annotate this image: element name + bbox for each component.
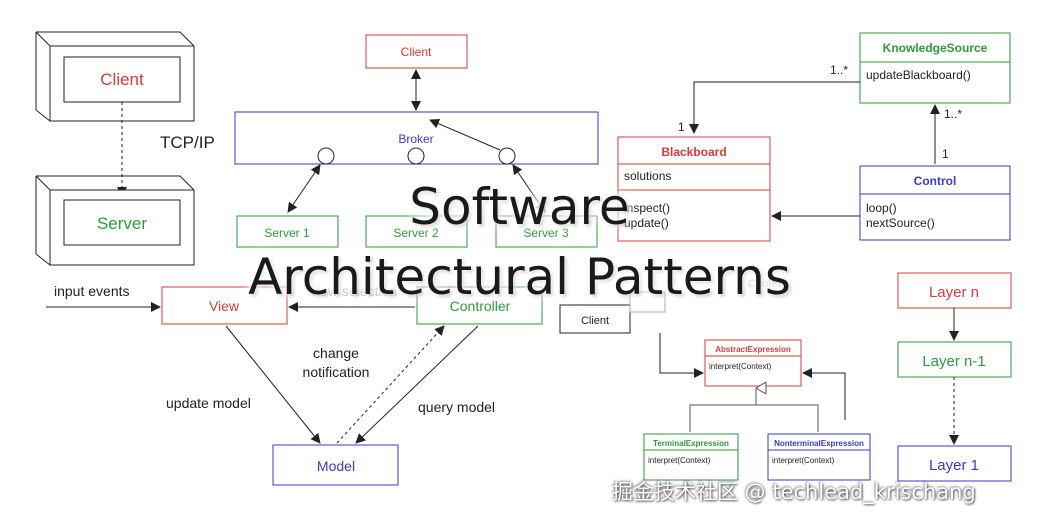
mvc-pattern: input events View view selection Control…	[46, 283, 543, 486]
blackboard-label: Blackboard	[661, 145, 726, 159]
view-to-model-link	[225, 325, 321, 444]
layer-1-box	[897, 445, 1012, 482]
layered-pattern: Layer n Layer n-1 Layer 1	[897, 272, 1012, 482]
abstract-expression-label: AbstractExpression	[715, 345, 791, 354]
blackboard-class	[617, 136, 771, 242]
port-2	[407, 147, 425, 165]
mult-control: 1..*	[944, 107, 962, 121]
update-blackboard-method: updateBlackboard()	[866, 68, 971, 82]
server-2-label: Server 2	[393, 226, 439, 240]
broker-pattern: Client Broker Server 1 Server 2 Server 3	[234, 34, 599, 248]
abstract-expression-class	[704, 339, 802, 387]
nonterminal-expression-class	[767, 433, 871, 481]
layer-n1-label: Layer n-1	[922, 353, 985, 370]
interpreter-client-label: Client	[581, 315, 609, 327]
ks-to-blackboard-link	[689, 81, 860, 134]
broker-client-box	[365, 34, 468, 69]
interpreter-pattern: Client Context AbstractExpression interp…	[559, 278, 871, 481]
context-label: Context	[748, 278, 786, 290]
client-server-client-label: Client	[100, 70, 144, 89]
nonterminal-expression-label: NonterminalExpression	[774, 439, 864, 448]
mult-ks: 1..*	[830, 63, 848, 77]
title-line-1: Software	[409, 178, 630, 236]
view-box	[161, 286, 288, 325]
model-label: Model	[317, 458, 355, 474]
inspect-method: inspect()	[624, 201, 670, 215]
change-label: change	[313, 345, 359, 361]
controller-label: Controller	[450, 298, 511, 314]
knowledge-source-class	[859, 32, 1011, 104]
layer-n-box	[897, 272, 1012, 309]
update-model-label: update model	[166, 395, 251, 411]
client-server-server-label: Server	[97, 214, 147, 233]
loop-method: loop()	[866, 201, 897, 215]
view-label: View	[209, 298, 240, 314]
input-events-label: input events	[54, 283, 130, 299]
server-1-label: Server 1	[264, 226, 310, 240]
nonterminal-method: interpret(Context)	[772, 456, 835, 465]
watermark: 掘金技术社区 @ techlead_krischang	[612, 480, 976, 504]
solutions-attr: solutions	[624, 169, 671, 183]
title-line-2: Architectural Patterns	[248, 248, 791, 306]
next-source-method: nextSource()	[866, 216, 935, 230]
query-model-label: query model	[418, 399, 495, 415]
terminal-expression-class	[643, 433, 739, 481]
port-1	[317, 147, 335, 165]
mult-bb: 1	[678, 120, 685, 134]
notification-label: notification	[303, 364, 370, 380]
server-3-box	[495, 215, 598, 248]
layer-1-label: Layer 1	[929, 457, 979, 474]
port-3	[498, 147, 516, 165]
layer-n1-box	[897, 341, 1012, 378]
update-method: update()	[624, 216, 669, 230]
terminal-expression-label: TerminalExpression	[653, 439, 729, 448]
abstract-method: interpret(Context)	[709, 362, 772, 371]
server-3-label: Server 3	[523, 226, 569, 240]
controller-box	[416, 286, 543, 325]
server-2-box	[365, 215, 468, 248]
client-server-pattern: Client TCP/IP Server	[35, 31, 215, 266]
model-box	[272, 444, 399, 486]
mult-ctrl-one: 1	[942, 147, 949, 161]
interpreter-client-box	[559, 304, 631, 334]
layer-n-label: Layer n	[929, 284, 979, 301]
blackboard-pattern: KnowledgeSource updateBlackboard() 1..* …	[617, 32, 1011, 242]
broker-label: Broker	[398, 132, 433, 146]
control-label: Control	[914, 174, 957, 188]
model-to-controller-link	[336, 325, 445, 444]
tcpip-label: TCP/IP	[160, 133, 215, 152]
control-class	[859, 165, 1011, 241]
server-1-box	[236, 215, 339, 248]
view-selection-label: view selection	[310, 283, 397, 299]
terminal-method: interpret(Context)	[648, 456, 711, 465]
broker-client-label: Client	[401, 45, 432, 59]
controller-to-model-link	[355, 325, 479, 444]
knowledge-source-label: KnowledgeSource	[883, 41, 988, 55]
